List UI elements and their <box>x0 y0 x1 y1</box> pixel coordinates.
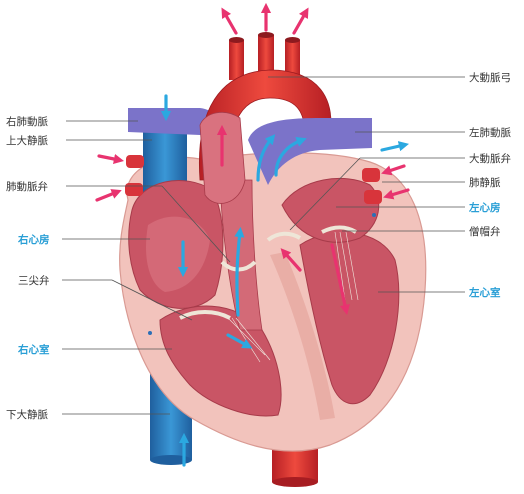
av-node-dot <box>372 213 376 217</box>
left-atrium-chamber <box>281 177 380 243</box>
pulmonary-veins-vessel <box>362 168 382 204</box>
right-pulmonary-artery-vessel <box>128 108 222 135</box>
left-pulmonary-artery-vessel <box>248 118 372 185</box>
label-tricuspid-valve: 三尖弁 <box>18 274 50 287</box>
label-right-ventricle: 右心室 <box>17 343 50 356</box>
arrow-red-icon <box>95 2 410 316</box>
arrow-blue-icon <box>160 94 409 467</box>
label-mitral-valve: 僧帽弁 <box>469 225 501 238</box>
label-aortic-valve: 大動脈弁 <box>469 152 511 165</box>
left-ventricle-chamber <box>299 231 400 405</box>
label-inferior-vena-cava: 下大静脈 <box>6 408 48 421</box>
label-right-pulmonary-artery: 右肺動脈 <box>6 115 48 128</box>
label-left-ventricle: 左心室 <box>468 286 501 299</box>
septum <box>270 252 335 420</box>
label-aortic-arch: 大動脈弓 <box>469 71 511 84</box>
label-left-atrium: 左心房 <box>468 201 501 214</box>
label-pulmonary-valve: 肺動脈弁 <box>6 180 48 193</box>
aortic-arch-vessel <box>198 32 332 181</box>
sinus-node-dot <box>148 331 152 335</box>
label-left-pulmonary-artery: 左肺動脈 <box>469 126 511 139</box>
pulmonary-trunk <box>219 179 263 331</box>
right-ventricle-chamber <box>159 305 282 417</box>
chordae <box>227 231 359 363</box>
label-superior-vena-cava: 上大静脈 <box>6 134 48 147</box>
aortic-valve <box>266 231 302 242</box>
label-right-atrium: 右心房 <box>17 233 50 246</box>
label-pulmonary-vein: 肺静脈 <box>469 176 501 189</box>
leader-lines <box>62 76 465 415</box>
